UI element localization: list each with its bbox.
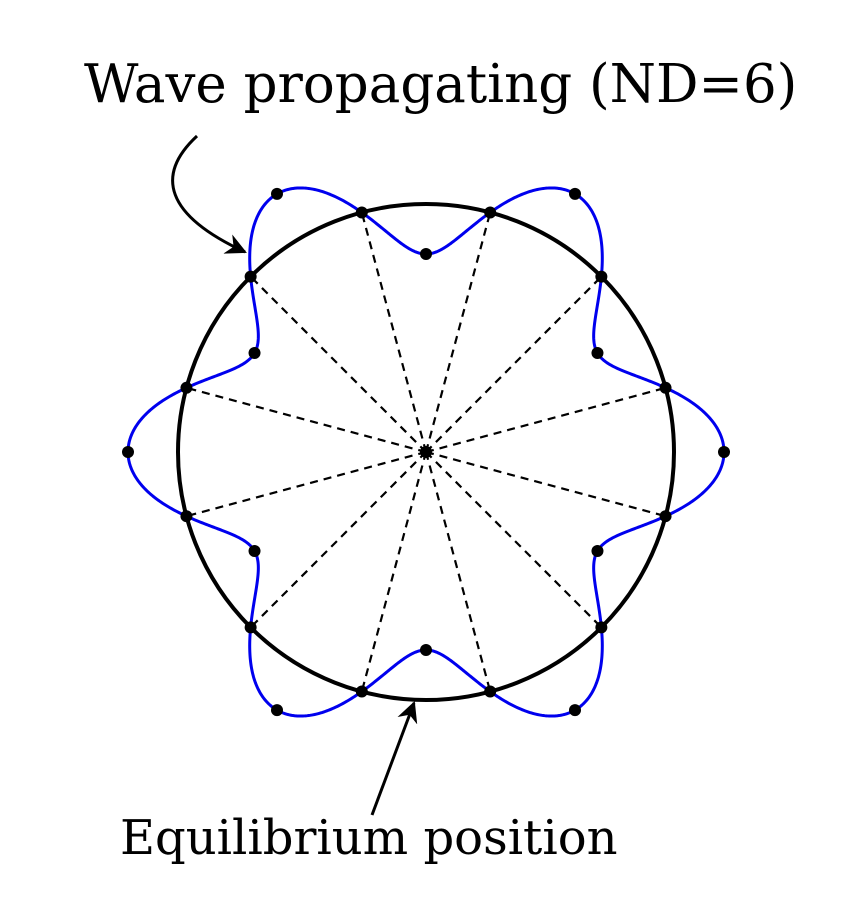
node-point xyxy=(244,270,257,283)
radial-line xyxy=(186,450,427,518)
antinode-point xyxy=(248,545,261,557)
wave-pointer-arrow xyxy=(171,134,247,254)
wave-label: Wave propagating (ND=6) xyxy=(84,54,798,115)
antinode-point xyxy=(420,644,432,656)
antinode-point xyxy=(591,545,604,557)
node-point xyxy=(659,381,672,394)
radial-line xyxy=(425,450,666,518)
point-markers xyxy=(122,187,730,717)
antinode-point xyxy=(122,446,134,458)
antinode-point xyxy=(248,347,261,359)
antinode-point xyxy=(420,248,432,260)
radial-line xyxy=(425,275,603,453)
node-point xyxy=(355,685,368,698)
radial-line xyxy=(249,275,427,453)
radial-line xyxy=(425,451,603,629)
node-point xyxy=(244,621,257,634)
equilibrium-circle xyxy=(176,202,676,702)
antinode-point xyxy=(718,446,730,458)
node-point xyxy=(595,270,608,283)
radial-line xyxy=(186,386,427,454)
node-point xyxy=(355,206,368,219)
radial-line xyxy=(249,451,427,629)
radial-line xyxy=(425,386,666,454)
node-point xyxy=(659,510,672,523)
center-point xyxy=(420,446,432,458)
radial-line xyxy=(424,451,492,692)
radial-line xyxy=(424,212,492,453)
antinode-point xyxy=(569,704,581,717)
node-point xyxy=(180,510,193,523)
node-point xyxy=(484,206,497,219)
node-point xyxy=(484,685,497,698)
radial-line xyxy=(360,451,428,692)
node-point xyxy=(595,621,608,634)
antinode-point xyxy=(271,704,283,717)
antinode-point xyxy=(271,187,283,200)
antinode-point xyxy=(591,347,604,359)
radial-line xyxy=(360,212,428,453)
node-point xyxy=(180,381,193,394)
equilibrium-label: Equilibrium position xyxy=(120,810,618,866)
equilibrium-pointer-arrow xyxy=(370,701,418,816)
antinode-point xyxy=(569,187,581,200)
